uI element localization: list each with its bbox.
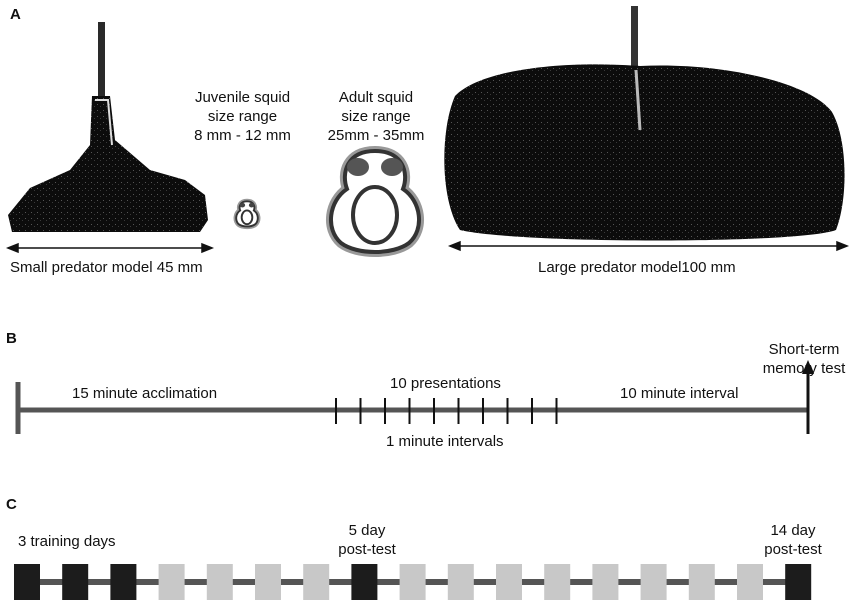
rest-day-block	[399, 564, 426, 600]
rest-day-block	[544, 564, 571, 600]
rest-day-block	[640, 564, 667, 600]
rest-day-block	[158, 564, 185, 600]
adult-squid-icon	[326, 145, 424, 257]
acclimation-label: 15 minute acclimation	[72, 385, 218, 402]
test-day-block	[785, 564, 812, 600]
large-model-label: Large predator model100 mm	[538, 259, 736, 276]
one-minute-intervals-label: 1 minute intervals	[386, 433, 504, 450]
juvenile-squid-icon	[233, 198, 261, 230]
rest-day-block	[592, 564, 619, 600]
presentations-label: 10 presentations	[390, 375, 501, 392]
rest-day-block	[496, 564, 522, 600]
rest-day-block	[447, 564, 474, 600]
test-day-block	[110, 564, 137, 600]
rest-day-block	[206, 564, 233, 600]
memory-test-arrowhead	[802, 360, 814, 374]
small-model-label: Small predator model 45 mm	[10, 259, 203, 276]
large-predator-model-image	[444, 6, 845, 241]
rest-day-block	[737, 564, 763, 600]
training-days-label: 3 training days	[18, 533, 116, 550]
test-day-block	[351, 564, 378, 600]
presentation-ticks	[335, 398, 558, 424]
large-model-size-arrow	[447, 240, 850, 252]
juvenile-squid-label: Juvenile squid size range 8 mm - 12 mm	[194, 89, 291, 144]
rest-day-block	[688, 564, 715, 600]
rest-day-block	[255, 564, 281, 600]
five-day-post-test-label: 5 day post-test	[338, 522, 396, 558]
rest-day-block	[303, 564, 330, 600]
fourteen-day-post-test-label: 14 day post-test	[764, 522, 822, 558]
day-blocks	[14, 564, 812, 600]
memory-test-label: Short-term memory test	[762, 341, 846, 377]
panel-a-letter: A	[10, 6, 21, 23]
ten-minute-interval-label: 10 minute interval	[620, 385, 739, 402]
small-predator-model-image	[8, 22, 208, 232]
panel-b-letter: B	[6, 330, 17, 347]
panel-c-letter: C	[6, 496, 17, 513]
adult-squid-label: Adult squid size range 25mm - 35mm	[327, 89, 425, 144]
test-day-block	[62, 564, 89, 600]
test-day-block	[14, 564, 40, 600]
small-model-size-arrow	[5, 242, 215, 254]
